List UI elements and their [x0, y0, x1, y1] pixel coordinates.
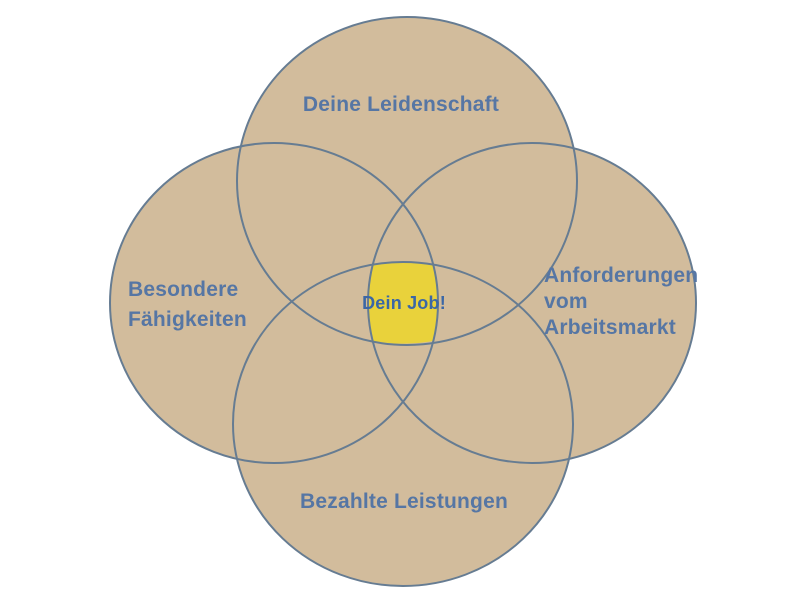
label-right-market-line1: Anforderungen: [544, 264, 698, 287]
labels: Deine Leidenschaft Besondere Fähigkeiten…: [128, 93, 698, 513]
label-top-passion: Deine Leidenschaft: [303, 93, 499, 116]
circle-top-passion-outline: [236, 16, 578, 346]
label-bottom-paid: Bezahlte Leistungen: [300, 490, 508, 513]
circle-right-market-outline: [367, 142, 697, 464]
center-intersection-highlight: [368, 262, 438, 344]
circle-left-skills-outline: [109, 142, 439, 464]
label-left-skills-line1: Besondere: [128, 278, 238, 301]
label-right-market-line3: Arbeitsmarkt: [544, 316, 676, 339]
circle-bottom-paid-fill: [233, 262, 573, 586]
circle-outlines: [109, 16, 697, 587]
circle-fills: [110, 17, 696, 586]
label-left-skills-line2: Fähigkeiten: [128, 308, 247, 331]
label-center-your-job: Dein Job!: [362, 293, 446, 313]
label-right-market-line2: vom: [544, 290, 588, 313]
circle-bottom-paid-outline: [232, 261, 574, 587]
